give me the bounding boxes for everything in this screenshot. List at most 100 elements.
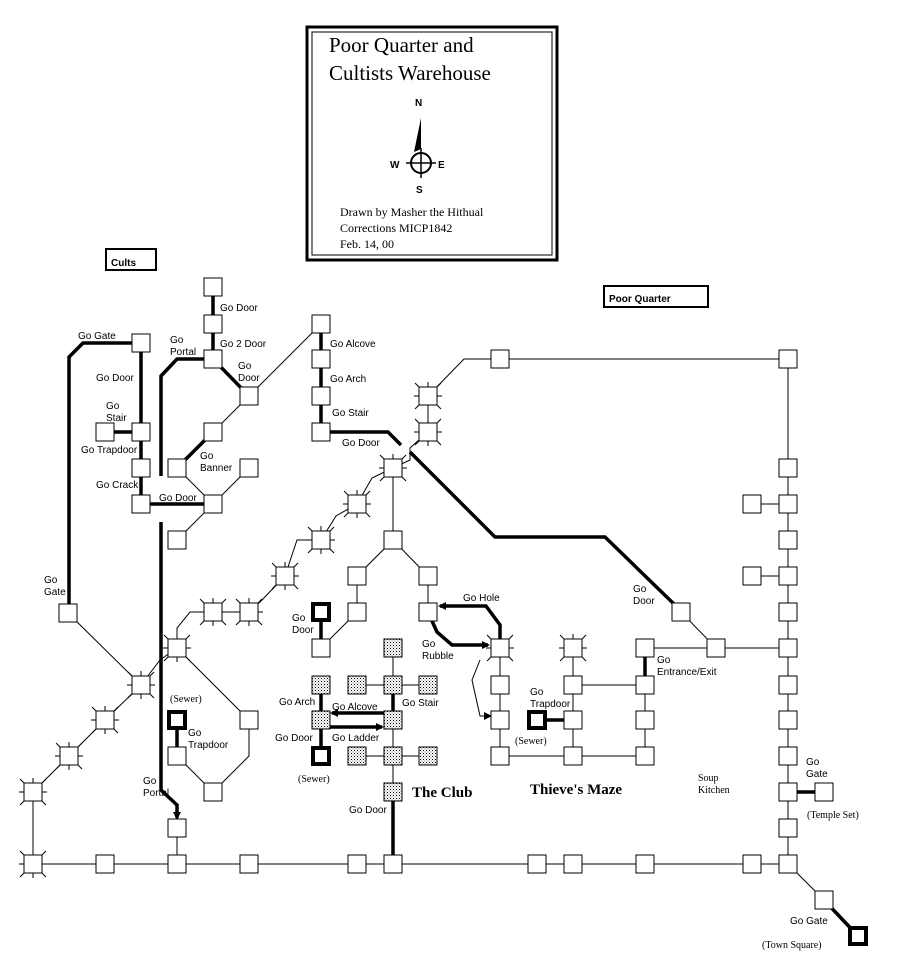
room[interactable] [203,314,223,334]
club-room[interactable] [383,638,403,658]
room[interactable] [563,675,583,695]
room[interactable] [347,854,367,874]
room[interactable] [814,782,834,802]
room[interactable] [127,671,155,699]
club-room[interactable] [418,746,438,766]
club-room[interactable] [383,710,403,730]
room[interactable] [635,746,655,766]
sewer-room[interactable] [167,710,187,730]
room[interactable] [490,349,510,369]
room[interactable] [239,458,259,478]
room[interactable] [742,494,762,514]
room[interactable] [563,854,583,874]
club-room[interactable] [311,675,331,695]
room[interactable] [167,818,187,838]
room[interactable] [239,854,259,874]
room[interactable] [167,530,187,550]
room[interactable] [91,706,119,734]
room[interactable] [55,742,83,770]
room[interactable] [778,746,798,766]
room[interactable] [167,458,187,478]
room[interactable] [490,710,510,730]
room[interactable] [311,386,331,406]
room[interactable] [311,314,331,334]
room[interactable] [163,634,191,662]
sewer-room[interactable] [848,926,868,946]
club-room[interactable] [383,782,403,802]
room[interactable] [203,494,223,514]
club-room[interactable] [418,675,438,695]
room[interactable] [527,854,547,874]
room[interactable] [635,675,655,695]
room[interactable] [203,349,223,369]
room[interactable] [271,562,299,590]
room[interactable] [167,854,187,874]
room[interactable] [199,598,227,626]
room[interactable] [19,850,47,878]
room[interactable] [414,382,442,410]
club-room[interactable] [383,675,403,695]
room[interactable] [347,602,367,622]
room[interactable] [19,778,47,806]
room[interactable] [778,675,798,695]
room[interactable] [203,422,223,442]
room[interactable] [131,458,151,478]
room[interactable] [671,602,691,622]
club-room[interactable] [347,746,367,766]
room[interactable] [490,675,510,695]
room[interactable] [131,333,151,353]
room[interactable] [379,454,407,482]
room[interactable] [235,598,263,626]
sewer-room[interactable] [311,746,331,766]
room[interactable] [778,494,798,514]
room[interactable] [559,634,587,662]
room[interactable] [778,349,798,369]
room[interactable] [418,602,438,622]
club-room[interactable] [347,675,367,695]
room[interactable] [778,602,798,622]
room[interactable] [778,818,798,838]
room[interactable] [778,782,798,802]
room[interactable] [742,566,762,586]
room[interactable] [347,566,367,586]
room[interactable] [383,854,403,874]
room[interactable] [778,458,798,478]
room[interactable] [778,710,798,730]
room[interactable] [742,854,762,874]
club-room[interactable] [311,710,331,730]
room[interactable] [563,710,583,730]
room[interactable] [307,526,335,554]
room[interactable] [343,490,371,518]
room[interactable] [239,386,259,406]
room[interactable] [778,530,798,550]
room[interactable] [131,494,151,514]
room[interactable] [383,530,403,550]
room[interactable] [414,418,442,446]
room[interactable] [167,746,187,766]
room[interactable] [131,422,151,442]
room[interactable] [778,854,798,874]
room[interactable] [778,566,798,586]
room[interactable] [311,422,331,442]
room[interactable] [635,710,655,730]
room[interactable] [95,422,115,442]
room[interactable] [490,746,510,766]
room[interactable] [203,277,223,297]
room[interactable] [814,890,834,910]
room[interactable] [563,746,583,766]
room[interactable] [635,638,655,658]
room[interactable] [58,603,78,623]
room[interactable] [635,854,655,874]
sewer-room[interactable] [311,602,331,622]
sewer-room[interactable] [527,710,547,730]
room[interactable] [418,566,438,586]
room[interactable] [706,638,726,658]
room[interactable] [311,638,331,658]
room[interactable] [239,710,259,730]
room[interactable] [486,634,514,662]
room[interactable] [311,349,331,369]
room[interactable] [778,638,798,658]
room[interactable] [95,854,115,874]
room[interactable] [203,782,223,802]
club-room[interactable] [383,746,403,766]
